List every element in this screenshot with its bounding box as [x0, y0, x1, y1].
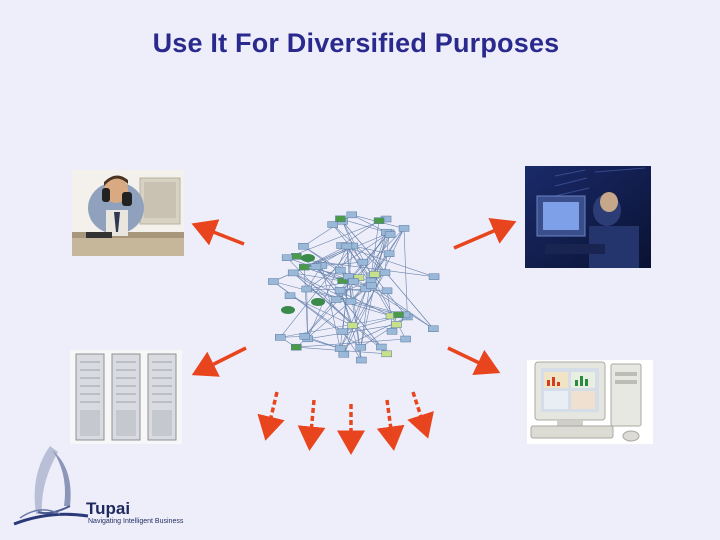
dashed-arrow-2: [297, 399, 326, 451]
dashed-arrow-5: [407, 391, 434, 439]
logo-name: Tupai: [86, 499, 131, 518]
tupai-sail-logo-icon: [13, 446, 89, 526]
desktop-computer-photo: [527, 360, 653, 444]
arrow-to-top-right: [453, 218, 517, 250]
dashed-arrow-4: [376, 399, 405, 451]
logo-tagline: Navigating Intelligent Business: [88, 518, 184, 525]
arrow-to-bottom-left: [191, 346, 247, 377]
arrow-to-bottom-right: [447, 346, 501, 376]
slide-title: Use It For Diversified Purposes: [152, 28, 560, 58]
network-graph-diagram: [268, 211, 440, 364]
man-on-phone-photo: [72, 170, 184, 256]
arrow-to-top-left: [191, 219, 245, 246]
dashed-arrow-1: [257, 391, 285, 441]
server-racks-photo: [70, 350, 182, 444]
user-at-computer-photo: [525, 166, 651, 268]
